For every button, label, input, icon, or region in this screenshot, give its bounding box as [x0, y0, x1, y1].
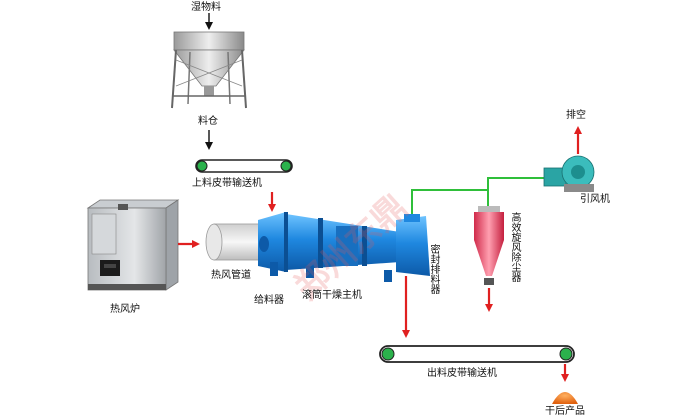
label-wet-material: 湿物料	[191, 2, 221, 13]
silo-illustration	[171, 31, 247, 109]
exhaust-duct-lines	[411, 177, 556, 214]
label-hot-air-duct: 热风管道	[211, 270, 251, 281]
hot-air-stove-illustration	[86, 199, 180, 291]
label-silo: 料仓	[198, 116, 218, 127]
discharge-conveyor-illustration	[379, 345, 575, 363]
rotary-dryer-illustration	[258, 212, 430, 282]
induced-fan-illustration	[543, 155, 595, 192]
dry-product-pile	[552, 392, 578, 404]
label-exhaust: 排空	[566, 110, 586, 121]
label-discharge-conveyor: 出料皮带输送机	[427, 368, 497, 379]
label-feed-conveyor: 上料皮带输送机	[192, 178, 262, 189]
feed-conveyor-illustration	[195, 159, 293, 173]
label-feeder: 给料器	[254, 295, 284, 306]
cyclone-illustration	[474, 206, 504, 285]
label-dry-product: 干后产品	[545, 406, 585, 417]
label-induced-fan: 引风机	[580, 194, 610, 205]
label-hot-air-stove: 热风炉	[110, 304, 140, 315]
label-sealed-discharger: 密封排料器	[428, 244, 439, 294]
label-cyclone: 高效旋风除尘器	[509, 212, 520, 282]
label-rotary-dryer: 滚筒干燥主机	[302, 290, 362, 301]
hot-air-duct-illustration	[205, 223, 261, 261]
